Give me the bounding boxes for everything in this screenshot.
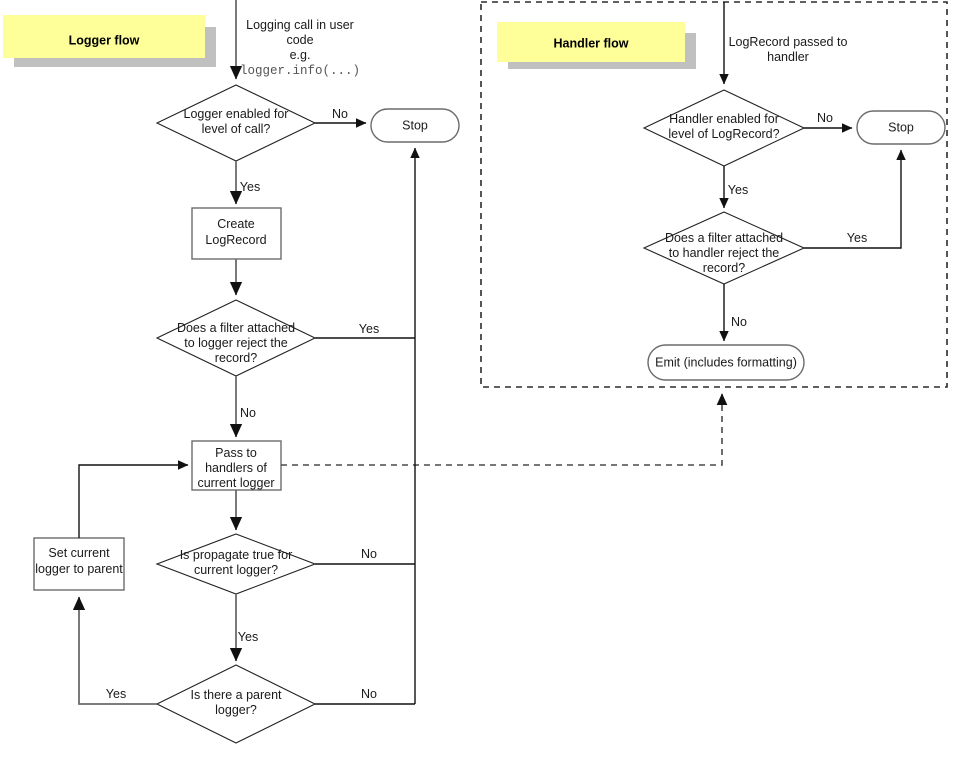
edge-label-propagate-no: No [361, 547, 377, 561]
terminator-emit [647, 344, 805, 381]
decision-handler-enabled-line2: level of LogRecord? [668, 127, 779, 141]
logger-start-label-line2: code [286, 33, 313, 47]
decision-logger-enabled-line2: level of call? [202, 122, 271, 136]
process-set-parent-line2: logger to parent [35, 562, 123, 576]
handler-flow-banner-label: Handler flow [553, 36, 628, 50]
decision-handler-filter-line3: record? [703, 261, 745, 275]
process-set-parent-line1: Set current [48, 546, 110, 560]
edge-handler-filter-yes [804, 149, 906, 249]
logger-flow-banner-label: Logger flow [69, 33, 140, 47]
edge-label-logger-filter-no: No [240, 406, 256, 420]
handler-flow-banner [497, 22, 685, 62]
logger-start-label-line3: e.g. [290, 48, 311, 62]
process-pass-to-handlers [191, 440, 282, 491]
terminator-handler-stop [856, 110, 946, 145]
decision-handler-filter-line1: Does a filter attached [665, 231, 783, 245]
decision-propagate-line2: current logger? [194, 563, 278, 577]
decision-logger-filter-line1: Does a filter attached [177, 321, 295, 335]
edge-label-parent-logger-no: No [361, 687, 377, 701]
decision-logger-enabled-line1: Logger enabled for [184, 107, 289, 121]
decision-handler-filter-line2: to handler reject the [669, 246, 780, 260]
process-pass-to-handlers-line1: Pass to [215, 446, 257, 460]
process-set-current-logger-parent [33, 537, 125, 591]
edge-label-logger-filter-yes: Yes [359, 322, 379, 336]
edge-set-parent-to-handlers [78, 460, 189, 538]
terminator-logger-stop-label: Stop [402, 118, 428, 132]
process-create-logrecord-line2: LogRecord [205, 233, 266, 247]
edge-label-handler-filter-yes: Yes [847, 231, 867, 245]
logger-flow-banner [3, 15, 205, 58]
decision-handler-enabled-line1: Handler enabled for [669, 112, 779, 126]
terminator-emit-label: Emit (includes formatting) [655, 355, 797, 369]
process-pass-to-handlers-line3: current logger [197, 476, 274, 490]
decision-parent-logger-line2: logger? [215, 703, 257, 717]
decision-parent-logger-line1: Is there a parent [190, 688, 282, 702]
edge-label-handler-enabled-yes: Yes [728, 183, 748, 197]
decision-parent-logger [155, 664, 317, 744]
logger-start-label-code: logger.info(...) [240, 64, 360, 78]
edge-label-handler-enabled-no: No [817, 111, 833, 125]
decision-propagate-line1: Is propagate true for [180, 548, 293, 562]
edge-label-propagate-yes: Yes [238, 630, 258, 644]
handler-start-label-line1: LogRecord passed to [729, 35, 848, 49]
process-create-logrecord [191, 207, 282, 260]
terminator-handler-stop-label: Stop [888, 120, 914, 134]
decision-logger-filter-line2: to logger reject the [184, 336, 288, 350]
edge-parent-logger-yes [72, 596, 157, 705]
logger-start-label-line1: Logging call in user [246, 18, 354, 32]
handler-start-label-line2: handler [767, 50, 809, 64]
decision-logger-filter-line3: record? [215, 351, 257, 365]
process-create-logrecord-line1: Create [217, 217, 255, 231]
handler-flow-container [480, 1, 948, 388]
terminator-logger-stop [370, 108, 460, 143]
edge-label-parent-logger-yes: Yes [106, 687, 126, 701]
edge-label-handler-filter-no: No [731, 315, 747, 329]
edge-label-logger-enabled-yes: Yes [240, 180, 260, 194]
process-pass-to-handlers-line2: handlers of [205, 461, 267, 475]
edge-handlers-to-handler-flow [281, 393, 728, 466]
edge-label-logger-enabled-no: No [332, 107, 348, 121]
